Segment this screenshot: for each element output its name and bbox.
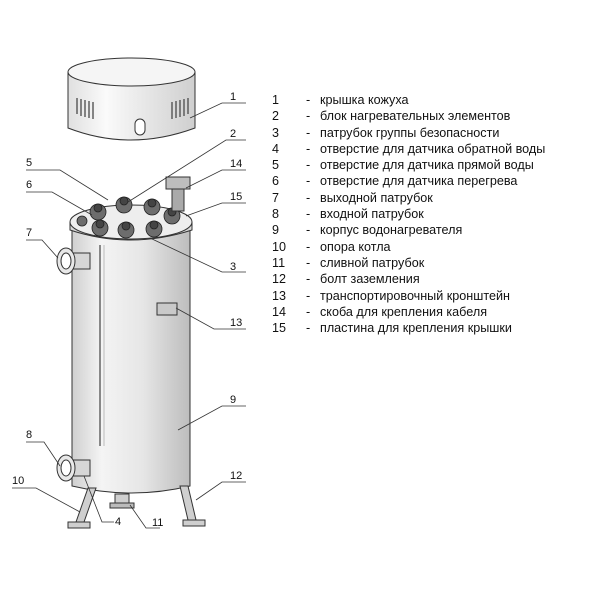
legend-item-text: сливной патрубок — [320, 255, 425, 270]
legend-item: 5 -отверстие для датчика прямой воды — [270, 157, 595, 173]
legend-item-number: 15 — [272, 321, 287, 336]
legend-item-text: крышка кожуха — [320, 93, 409, 107]
callout-7: 7 — [26, 227, 32, 239]
outlet-pipe — [56, 247, 91, 275]
legend-item-text: патрубок группы безопасности — [320, 125, 500, 140]
callout-4: 4 — [115, 516, 121, 528]
callout-9: 9 — [230, 394, 236, 406]
callout-2: 2 — [230, 128, 236, 140]
callout-14: 14 — [230, 158, 242, 170]
legend-item-text: корпус водонагревателя — [320, 223, 463, 238]
legend-item-number: 11 — [272, 255, 286, 270]
legend-item-text: транспортировочный кронштейн — [320, 288, 510, 303]
legend-item-number: 1 — [272, 93, 280, 107]
callout-15: 15 — [230, 191, 242, 203]
legend-item-dash: - — [306, 93, 311, 107]
heating-elements — [76, 196, 181, 239]
callout-5: 5 — [26, 157, 32, 169]
legend-item-text: входной патрубок — [320, 207, 424, 222]
callout-6: 6 — [26, 179, 32, 191]
inlet-pipe — [56, 454, 91, 482]
callout-8: 8 — [26, 429, 32, 441]
lid-vent-left — [76, 98, 94, 119]
transport-bracket — [156, 302, 178, 316]
legend-item-dash: - — [306, 223, 311, 238]
legend-item-text: опора котла — [320, 239, 391, 254]
legend-item: 4 -отверстие для датчика обратной воды — [270, 141, 595, 157]
legend-item-number: 3 — [272, 125, 280, 140]
legend-item-dash: - — [306, 125, 311, 140]
callout-11: 11 — [152, 517, 163, 529]
legend-item: 12 -болт заземления — [270, 271, 595, 287]
legend-item-dash: - — [306, 174, 311, 189]
legend-item-number: 8 — [272, 207, 280, 222]
legend-item-text: скоба для крепления кабеля — [320, 304, 488, 319]
legend-item-text: болт заземления — [320, 272, 420, 287]
cable-clamp — [165, 176, 191, 212]
callout-13: 13 — [230, 317, 242, 329]
legend-item-dash: - — [306, 304, 311, 319]
legend-item-number: 7 — [272, 190, 280, 205]
legend-item-dash: - — [306, 207, 311, 222]
legend-item: 9 -корпус водонагревателя — [270, 222, 595, 238]
callout-3: 3 — [230, 261, 236, 273]
legend-item-dash: - — [306, 158, 311, 173]
legend-item-dash: - — [306, 288, 311, 303]
legend-item-number: 12 — [272, 272, 287, 287]
legend-item: 1 -крышка кожуха — [270, 92, 595, 108]
lid-vent-right — [171, 98, 189, 119]
legend-item-dash: - — [306, 321, 311, 336]
callout-10: 10 — [12, 475, 24, 487]
legend-item-number: 6 — [272, 174, 280, 189]
legend-item-dash: - — [306, 190, 311, 205]
legend-item-number: 14 — [272, 304, 287, 319]
legend-item-dash: - — [306, 255, 311, 270]
legend-item: 2 -блок нагревательных элементов — [270, 108, 595, 124]
legend-item-number: 9 — [272, 223, 280, 238]
tank-body — [71, 229, 191, 494]
legend-item-text: выходной патрубок — [320, 190, 433, 205]
callout-12: 12 — [230, 470, 242, 482]
legend-item: 8 -входной патрубок — [270, 206, 595, 222]
legend-item: 7 -выходной патрубок — [270, 190, 595, 206]
legend-item: 11 -сливной патрубок — [270, 255, 595, 271]
callout-1: 1 — [230, 91, 236, 103]
legend-item: 6 -отверстие для датчика перегрева — [270, 173, 595, 189]
legend-item-text: пластина для крепления крышки — [320, 321, 512, 336]
drain-pipe — [109, 493, 135, 509]
legend-item-text: отверстие для датчика перегрева — [320, 174, 518, 189]
legend-item-dash: - — [306, 109, 311, 124]
legend-item: 3 -патрубок группы безопасности — [270, 125, 595, 141]
legend-item-number: 13 — [272, 288, 287, 303]
legend-item-dash: - — [306, 141, 311, 156]
lid — [67, 57, 196, 141]
legend-item-number: 4 — [272, 141, 280, 156]
legend-item-text: отверстие для датчика обратной воды — [320, 141, 546, 156]
legend-item-number: 10 — [272, 239, 287, 254]
legend-item: 10 -опора котла — [270, 239, 595, 255]
callout-labels: 1 2 3 4 5 6 7 8 9 10 11 12 13 14 15 — [12, 91, 242, 529]
legend-item-dash: - — [306, 239, 311, 254]
legend-item: 13 -транспортировочный кронштейн — [270, 288, 595, 304]
legend-item-dash: - — [306, 272, 311, 287]
legs — [67, 485, 206, 529]
leader-lines — [12, 102, 246, 529]
legend-item-text: отверстие для датчика прямой воды — [320, 158, 534, 173]
legend-item-text: блок нагревательных элементов — [320, 109, 511, 124]
legend-item: 14 -скоба для крепления кабеля — [270, 304, 595, 320]
legend-item: 15 -пластина для крепления крышки — [270, 320, 595, 336]
legend-item-number: 5 — [272, 158, 280, 173]
legend-item-number: 2 — [272, 109, 280, 124]
